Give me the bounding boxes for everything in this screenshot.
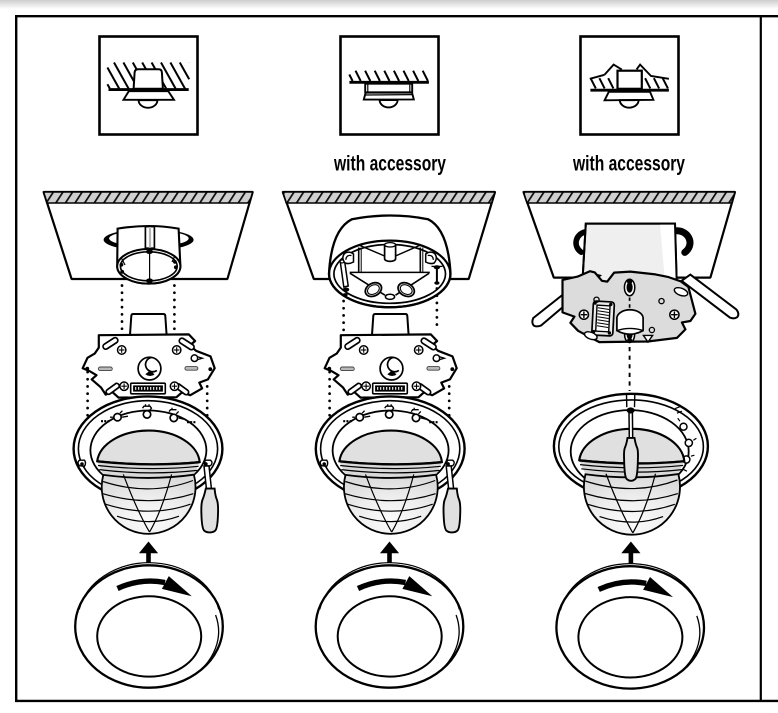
svg-text:with accessory: with accessory xyxy=(572,152,685,176)
svg-text:with accessory: with accessory xyxy=(333,152,446,176)
